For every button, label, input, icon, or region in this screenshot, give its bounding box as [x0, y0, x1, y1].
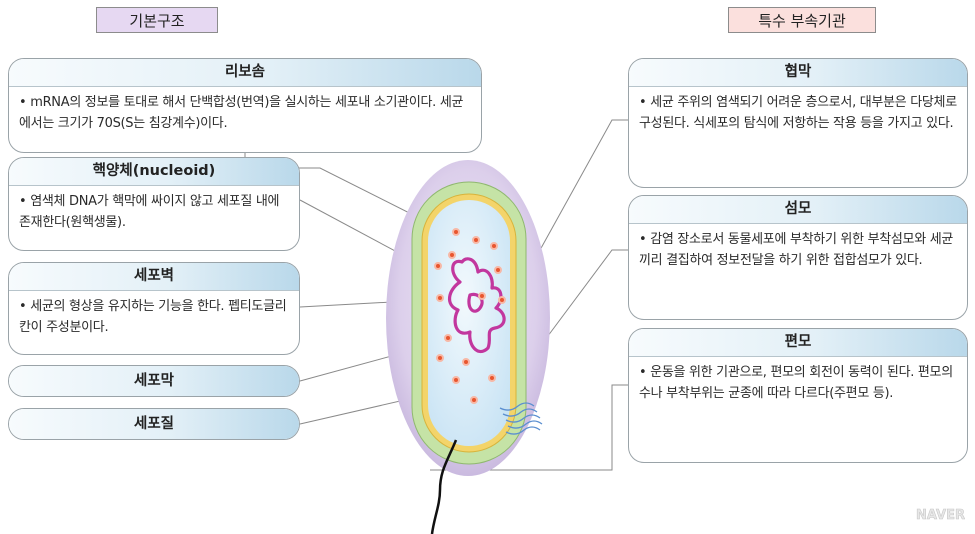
- cytoplasm-title: 세포질: [9, 409, 299, 439]
- capsule-text: • 세균 주위의 염색되기 어려운 층으로서, 대부분은 다당체로 구성된다. …: [639, 92, 957, 134]
- ribosome-text: • mRNA의 정보를 토대로 해서 단백합성(번역)을 실시하는 세포내 소기…: [19, 92, 471, 134]
- connector-capsule: [540, 120, 628, 250]
- cell-wall-title: 세포벽: [9, 263, 299, 291]
- cell-membrane-title: 세포막: [9, 366, 299, 396]
- capsule-card: 협막 • 세균 주위의 염색되기 어려운 층으로서, 대부분은 다당체로 구성된…: [628, 58, 968, 188]
- ribosome-title: 리보솜: [9, 59, 481, 87]
- svg-text:NAVER: NAVER: [916, 508, 965, 522]
- naver-watermark: NAVER: [885, 506, 965, 522]
- flagella-card: 편모 • 운동을 위한 기관으로, 편모의 회전이 동력이 된다. 편모의 수나…: [628, 328, 968, 463]
- nucleoid-card: 핵양체(nucleoid) • 염색체 DNA가 핵막에 싸이지 않고 세포질 …: [8, 157, 300, 251]
- cytoplasm-card: 세포질: [8, 408, 300, 440]
- flagella-text: • 운동을 위한 기관으로, 편모의 회전이 동력이 된다. 편모의 수나 부착…: [639, 362, 957, 404]
- cell-membrane-card: 세포막: [8, 365, 300, 397]
- flagella-title: 편모: [629, 329, 967, 357]
- nucleoid-title: 핵양체(nucleoid): [9, 158, 299, 186]
- special-organelles-title: 특수 부속기관: [728, 7, 876, 33]
- cell-wall-text: • 세균의 형상을 유지하는 기능을 한다. 펩티도글리칸이 주성분이다.: [19, 296, 289, 338]
- cytoplasm-area: [428, 200, 510, 446]
- pili-card: 섬모 • 감염 장소로서 동물세포에 부착하기 위한 부착섬모와 세균끼리 결집…: [628, 195, 968, 320]
- ribosome-card: 리보솜 • mRNA의 정보를 토대로 해서 단백합성(번역)을 실시하는 세포…: [8, 58, 482, 153]
- capsule-title: 협막: [629, 59, 967, 87]
- nucleoid-text: • 염색체 DNA가 핵막에 싸이지 않고 세포질 내에 존재한다(원핵생물).: [19, 191, 289, 233]
- basic-structure-title: 기본구조: [96, 7, 218, 33]
- pili-title: 섬모: [629, 196, 967, 224]
- cell-wall-card: 세포벽 • 세균의 형상을 유지하는 기능을 한다. 펩티도글리칸이 주성분이다…: [8, 262, 300, 355]
- pili-text: • 감염 장소로서 동물세포에 부착하기 위한 부착섬모와 세균끼리 결집하여 …: [639, 229, 957, 271]
